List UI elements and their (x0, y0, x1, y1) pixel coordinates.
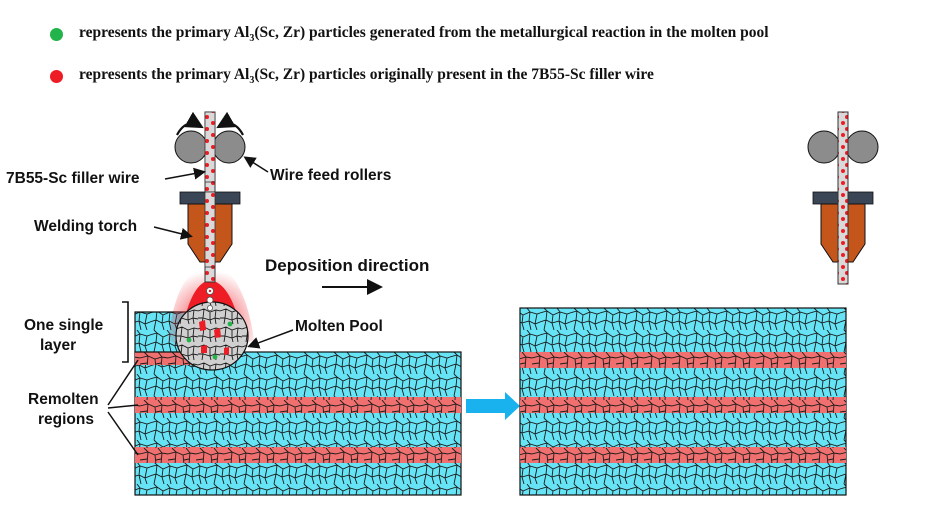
label-remolten-2: regions (38, 411, 94, 428)
label-molten-pool: Molten Pool (295, 318, 383, 335)
legend-red-text: represents the primary Al3(Sc, Zr) parti… (79, 66, 654, 87)
remolten-band-1 (135, 352, 195, 365)
molten-pool (175, 301, 249, 371)
legend-green-text: represents the primary Al3(Sc, Zr) parti… (79, 24, 769, 45)
transition-arrow-icon (466, 392, 520, 420)
remolten-band-2 (135, 397, 461, 413)
right-welding-head (807, 111, 879, 285)
droplets (206, 287, 214, 311)
label-filler-wire: 7B55-Sc filler wire (6, 170, 140, 187)
legend-red: represents the primary Al3(Sc, Zr) parti… (50, 66, 654, 86)
wire-feed-rollers (174, 111, 246, 183)
label-feed-rollers: Wire feed rollers (270, 167, 391, 184)
legend-green: represents the primary Al3(Sc, Zr) parti… (50, 24, 769, 44)
green-dot-icon (50, 27, 63, 41)
right-remolten-band-2 (520, 397, 846, 413)
label-welding-torch: Welding torch (34, 218, 137, 235)
layer-bracket (122, 301, 129, 363)
left-deposit-block (134, 311, 462, 496)
red-dot-icon (50, 69, 63, 83)
welding-torch (179, 191, 241, 268)
roller-rotation-left-icon (176, 111, 204, 136)
label-deposition-direction: Deposition direction (265, 256, 429, 275)
right-remolten-band-1 (520, 352, 846, 368)
remolten-band-3 (135, 447, 461, 463)
roller-rotation-right-icon (216, 111, 244, 136)
label-one-single-1: One single (24, 317, 104, 334)
label-one-single-2: layer (40, 337, 76, 354)
right-deposit-block (519, 307, 847, 496)
right-remolten-band-3 (520, 447, 846, 463)
label-remolten-1: Remolten (28, 391, 99, 408)
